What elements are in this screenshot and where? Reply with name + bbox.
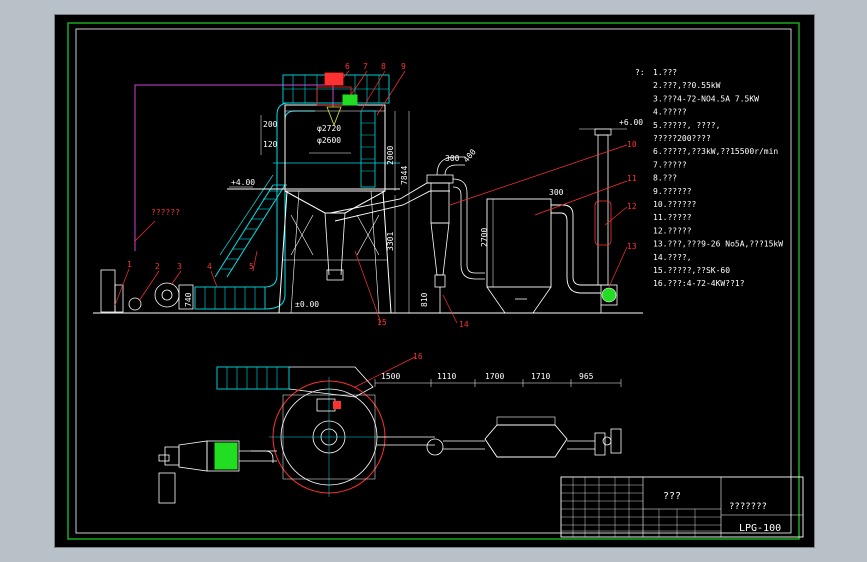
callout-8: 8 (381, 62, 386, 71)
note-item: 9.?????? (653, 187, 692, 196)
drawing-number: LPG-100 (739, 523, 781, 534)
elevation-view (93, 70, 643, 388)
note-item: 11.????? (653, 213, 692, 222)
elevation-zero: ±0.00 (295, 300, 319, 309)
callout-1: 1 (127, 260, 132, 269)
air-heater (194, 102, 315, 310)
note-item: 5.?????, ????, (653, 121, 720, 130)
air-inlet-label: ?????? (151, 208, 180, 217)
plan-dim-1500: 1500 (381, 372, 400, 381)
note-item: 1.??? (653, 68, 677, 77)
note-item: 6.?????,??3kW,??15500r/min (653, 147, 778, 156)
dim-300-top: 300 (445, 154, 460, 163)
plan-outlet-line (377, 416, 622, 458)
atomizer (316, 72, 358, 127)
exhaust-fan (600, 284, 618, 306)
plan-inlet-assembly (158, 440, 277, 504)
dim-200: 200 (263, 120, 278, 129)
callout-9: 9 (401, 62, 406, 71)
note-item: 2.???,??0.55kW (653, 81, 721, 90)
note-item: 12.????? (653, 226, 692, 235)
note-item: 7.????? (653, 160, 687, 169)
technical-notes: ?: 1.??? 2.???,??0.55kW 3.???4-72-NO4.5A 7… (635, 68, 783, 288)
callout-11: 11 (627, 174, 637, 183)
note-item: 8.??? (653, 174, 677, 183)
note-item: ?????200???? (653, 134, 711, 143)
callout-15: 15 (377, 318, 387, 327)
elevation-plus-4: +4.00 (231, 178, 255, 187)
callout-4: 4 (207, 262, 212, 271)
diameter-2720: φ2720 (317, 124, 341, 133)
plan-dim-1700: 1700 (485, 372, 504, 381)
plan-view (158, 366, 622, 504)
notes-header: ?: (635, 68, 645, 77)
title-block-subtitle: ??????? (729, 502, 767, 512)
cyclone-separator (426, 174, 485, 313)
plan-duct (288, 366, 374, 398)
blower (154, 282, 194, 310)
note-item: 13.???,???9-26 No5A,???15kW (653, 240, 783, 249)
elevation-labels: +4.00 +6.00 ±0.00 φ2720 φ2600 200 120 20… (151, 118, 643, 309)
dim-7844: 7844 (400, 166, 409, 185)
callout-2: 2 (155, 262, 160, 271)
cyclone-outlet (436, 156, 465, 176)
callout-14: 14 (459, 320, 469, 329)
inner-border (67, 22, 800, 540)
plan-dimensions: 1500 1110 1700 1710 965 (381, 372, 594, 381)
note-item: 10.?????? (653, 200, 697, 209)
air-inlet-duct (134, 84, 334, 251)
callout-7: 7 (363, 62, 368, 71)
dim-2700: 2700 (480, 228, 489, 247)
right-ladder (360, 110, 376, 188)
callout-10: 10 (627, 140, 637, 149)
support-legs (278, 190, 392, 314)
callout-16: 16 (413, 352, 423, 361)
air-filter (100, 269, 124, 313)
drawing-frame (75, 28, 792, 534)
dim-3301: 3301 (386, 232, 395, 251)
dim-120: 120 (263, 140, 278, 149)
note-item: 3.???4-72-NO4.5A 7.5KW (653, 94, 759, 103)
title-block-title: ??? (663, 491, 681, 502)
title-block: ??? ??????? LPG-100 (560, 476, 804, 538)
dim-400: 400 (462, 147, 478, 164)
note-item: 16.???:4-72-4KW??1? (653, 279, 745, 288)
callout-3: 3 (177, 262, 182, 271)
exhaust-duct-lower (334, 190, 450, 222)
plan-dim-1710: 1710 (531, 372, 550, 381)
fresh-air-fan (128, 297, 142, 311)
callout-5: 5 (249, 262, 254, 271)
elevation-plus-6: +6.00 (619, 118, 643, 127)
dim-810: 810 (420, 292, 429, 307)
callout-leaders (114, 70, 628, 388)
chimney (579, 128, 627, 313)
bag-filter (486, 198, 601, 314)
callout-13: 13 (627, 242, 637, 251)
diameter-2600: φ2600 (317, 136, 341, 145)
plan-dim-1110: 1110 (437, 372, 456, 381)
dim-300-filter: 300 (549, 188, 564, 197)
note-item: 14.????, (653, 253, 692, 262)
dim-740: 740 (184, 292, 193, 307)
plan-heater (216, 366, 290, 390)
staircase (214, 174, 287, 278)
cyclone-outlet-inner (444, 164, 465, 176)
note-item: 4.????? (653, 108, 687, 117)
dim-2000: 2000 (386, 146, 395, 165)
callout-12: 12 (627, 202, 637, 211)
note-item: 15.?????,??SK-60 (653, 266, 730, 275)
callout-6: 6 (345, 62, 350, 71)
plan-dim-965: 965 (579, 372, 594, 381)
